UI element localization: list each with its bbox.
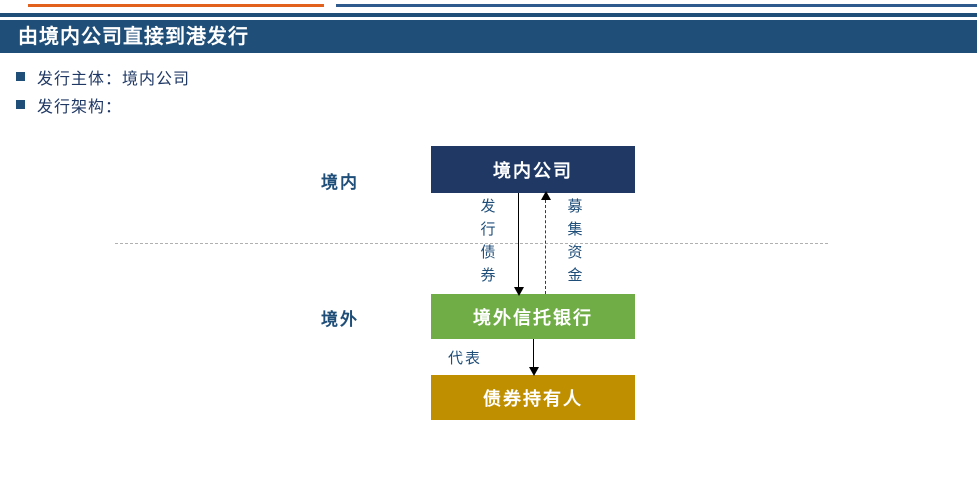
node-offshore-trustee-bank: 境外信托银行: [431, 294, 635, 339]
zone-label-onshore: 境内: [321, 173, 359, 192]
node-bondholders: 债券持有人: [431, 375, 635, 420]
node-issuer: 境内公司: [431, 146, 635, 193]
title-band: 由境内公司直接到港发行: [0, 20, 977, 53]
list-item: 发行主体：境内公司: [16, 64, 616, 89]
flow-label-issue-bonds: 发行债券: [480, 199, 496, 284]
top-rule-orange: [28, 4, 324, 7]
flow-label-raise-funds: 募集资金: [567, 199, 583, 284]
flow-label-represent: 代表: [448, 351, 483, 367]
bullet-text: 发行架构：: [37, 98, 123, 116]
top-rule-blue-long: [0, 13, 977, 17]
page-title: 由境内公司直接到港发行: [18, 26, 249, 48]
arrow-issue-bonds-icon: [514, 193, 524, 296]
arrow-raise-funds-icon: [541, 191, 551, 294]
square-bullet-icon: [16, 100, 25, 109]
bullet-text: 发行主体：境内公司: [37, 70, 191, 88]
top-rule-blue-short: [336, 4, 977, 7]
list-item: 发行架构：: [16, 92, 616, 117]
onshore-offshore-divider: [115, 243, 828, 244]
arrow-represent-icon: [529, 339, 539, 376]
bullet-list: 发行主体：境内公司 发行架构：: [16, 64, 616, 120]
zone-label-offshore: 境外: [321, 310, 359, 329]
square-bullet-icon: [16, 72, 25, 81]
